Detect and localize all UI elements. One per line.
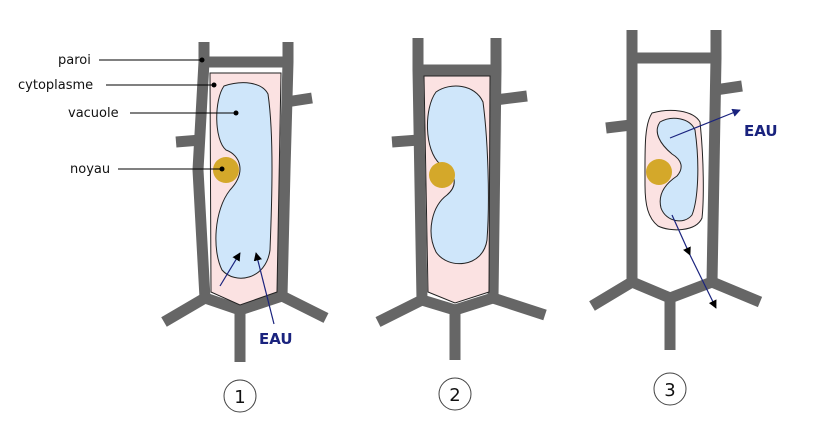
leader-noyau-dot (219, 166, 225, 172)
number-1-circle (223, 379, 257, 413)
cell-1-water-arrow-left (219, 252, 241, 287)
cell-1-labels: paroi cytoplasme vacuole noyau EAU (18, 53, 293, 348)
leader-vacuole-dot (233, 110, 239, 116)
number-2: 2 (449, 385, 460, 406)
cell-1-wall (161, 42, 329, 362)
cell-2-nucleus (429, 162, 455, 188)
cell-3-water-arrow-bottom-outer (689, 254, 717, 309)
cell-1 (161, 42, 329, 362)
leader-paroi-dot (199, 57, 205, 63)
cell-1-water-label: EAU (259, 330, 293, 348)
cell-2 (375, 38, 547, 360)
label-cytoplasme: cytoplasme (18, 78, 93, 93)
cell-1-vacuole (215, 82, 273, 279)
number-3-circle (653, 372, 687, 406)
cell-1-nucleus (213, 157, 239, 183)
cell-3-water-label: EAU (744, 122, 778, 140)
leader-cytoplasme-dot (211, 82, 217, 88)
label-vacuole: vacuole (68, 106, 119, 121)
cell-3-vacuole (656, 117, 699, 222)
cell-3-nucleus (646, 159, 672, 185)
number-1: 1 (234, 387, 245, 408)
cell-3-water-arrow-bottom (671, 214, 691, 256)
cell-2-wall (375, 38, 547, 360)
cell-1-water-arrow-right (253, 252, 275, 325)
cell-3: EAU (589, 30, 778, 350)
label-paroi: paroi (58, 53, 91, 68)
label-noyau: noyau (70, 162, 110, 177)
cell-3-water-arrow-top (669, 108, 741, 139)
cell-numbers: 1 2 3 (223, 372, 687, 413)
number-2-circle (438, 377, 472, 411)
number-3: 3 (664, 380, 675, 401)
cell-3-wall (589, 30, 763, 350)
